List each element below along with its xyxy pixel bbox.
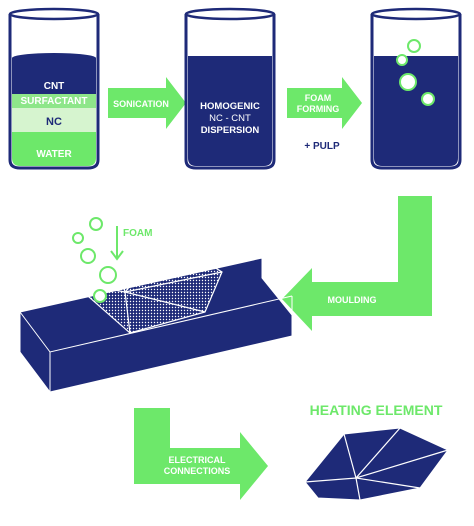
bubble-icon bbox=[80, 248, 96, 264]
label-dispersion: DISPERSION bbox=[201, 125, 260, 136]
foam-indicator: FOAM bbox=[72, 217, 152, 303]
bubble-icon bbox=[407, 39, 421, 53]
bubble-icon bbox=[396, 54, 408, 66]
label-sonication: SONICATION bbox=[113, 99, 169, 109]
bubble-icon bbox=[399, 73, 417, 91]
beaker-cnt-layers: CNT SURFACTANT NC WATER bbox=[8, 7, 100, 170]
arrow-foam-forming: FOAM FORMING bbox=[287, 77, 362, 129]
heading-heating-element: HEATING ELEMENT bbox=[310, 402, 443, 418]
label-forming: FORMING bbox=[297, 104, 340, 114]
arrow-sonication: SONICATION bbox=[108, 77, 186, 129]
beaker-foam bbox=[370, 7, 462, 170]
layer-surfactant bbox=[12, 94, 96, 108]
layer-cnt bbox=[12, 58, 96, 94]
label-moulding: MOULDING bbox=[328, 295, 377, 305]
bubble-icon bbox=[93, 289, 107, 303]
label-plus-pulp: + PULP bbox=[304, 141, 340, 152]
label-homogenic: HOMOGENIC bbox=[200, 101, 260, 112]
foam-shape bbox=[71, 237, 223, 334]
mould-block bbox=[19, 237, 293, 394]
label-nc: NC bbox=[46, 116, 62, 128]
arrow-electrical-connections: ELECTRICAL CONNECTIONS bbox=[134, 408, 268, 500]
label-water: WATER bbox=[36, 149, 72, 160]
arrow-moulding: MOULDING bbox=[282, 196, 432, 331]
bubble-icon bbox=[99, 266, 117, 284]
label-electrical: ELECTRICAL bbox=[169, 455, 226, 465]
label-surfactant: SURFACTANT bbox=[20, 96, 87, 107]
label-connections: CONNECTIONS bbox=[164, 466, 231, 476]
label-foam: FOAM bbox=[305, 93, 332, 103]
bubble-icon bbox=[72, 232, 84, 244]
bubble-icon bbox=[421, 92, 435, 106]
label-nc-cnt: NC - CNT bbox=[209, 113, 251, 124]
bubble-icon bbox=[89, 217, 103, 231]
layer-nc bbox=[12, 108, 96, 132]
beaker-dispersion: HOMOGENIC NC - CNT DISPERSION bbox=[184, 7, 276, 170]
label-foam-input: FOAM bbox=[123, 228, 152, 239]
label-cnt: CNT bbox=[44, 81, 65, 92]
heating-element bbox=[304, 427, 449, 501]
